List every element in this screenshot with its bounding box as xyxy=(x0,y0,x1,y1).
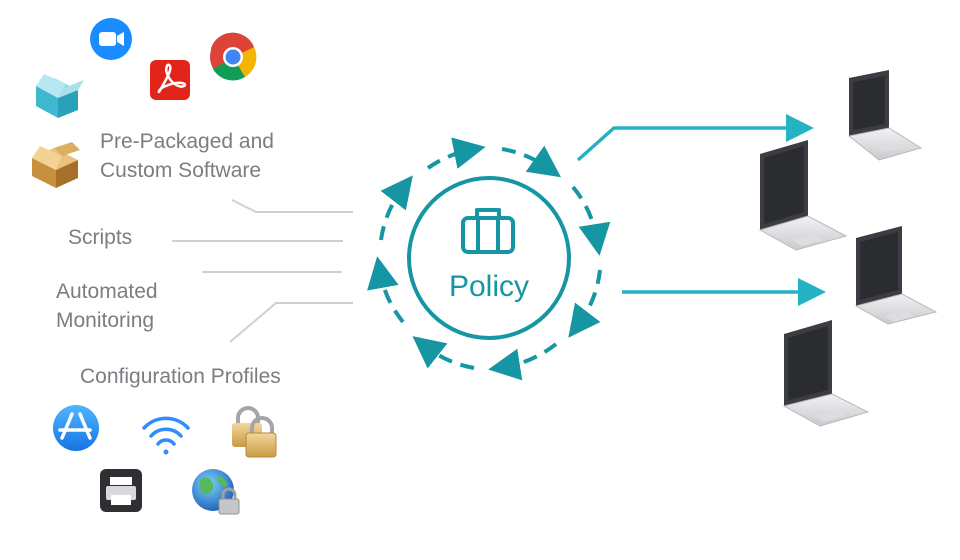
software-label-line1: Pre-Packaged and xyxy=(100,130,274,153)
printer-icon xyxy=(100,469,142,512)
monitoring-label: Automated Monitoring xyxy=(56,277,158,335)
zoom-icon xyxy=(90,18,132,60)
chrome-icon xyxy=(210,32,257,81)
output-arrow-upper xyxy=(576,114,814,162)
cycle-arrow-bottom-left xyxy=(412,336,475,370)
briefcase-icon xyxy=(461,208,515,254)
wifi-icon xyxy=(142,416,190,455)
globe-lock-icon xyxy=(192,469,240,515)
cycle-arrow-top-right xyxy=(501,145,562,178)
app-store-icon xyxy=(53,405,99,451)
laptop-icon xyxy=(782,320,870,427)
cycle-arrow-top-left xyxy=(426,137,486,170)
laptop-icon xyxy=(854,226,938,325)
monitoring-label-line1: Automated xyxy=(56,280,158,303)
cycle-arrow-bottom-right xyxy=(488,342,558,381)
cycle-arrow-left-upper xyxy=(379,175,413,241)
package-teal-icon xyxy=(36,74,84,118)
cycle-arrow-right-upper xyxy=(571,185,611,256)
padlocks-icon xyxy=(232,406,277,458)
cycle-arrow-left-lower xyxy=(367,256,405,324)
monitoring-label-line2: Monitoring xyxy=(56,309,155,332)
software-label-line2: Custom Software xyxy=(100,159,262,182)
connector-config xyxy=(229,302,353,343)
cycle-arrows xyxy=(367,137,611,381)
policy-hub: Policy xyxy=(407,176,571,340)
acrobat-icon xyxy=(150,60,190,100)
laptop-icon xyxy=(758,140,848,251)
policy-label: Policy xyxy=(449,270,529,303)
config-profiles-label: Configuration Profiles xyxy=(80,365,281,388)
laptop-icon xyxy=(847,70,923,161)
package-brown-icon xyxy=(32,142,80,188)
software-label: Pre-Packaged and Custom Software xyxy=(100,127,274,185)
input-connectors xyxy=(172,199,353,343)
policy-circle xyxy=(407,176,571,340)
scripts-label: Scripts xyxy=(68,226,133,249)
output-arrows xyxy=(576,114,826,306)
connector-software xyxy=(231,199,353,213)
cycle-arrow-right-lower xyxy=(568,269,602,338)
